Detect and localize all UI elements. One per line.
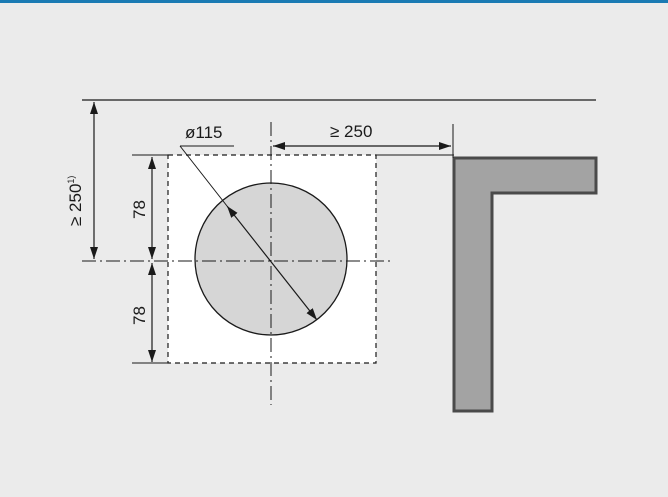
diameter-leader-line	[179, 145, 228, 207]
diameter-dimension-line	[226, 205, 318, 321]
horizontal-clearance-label: ≥ 250	[330, 122, 372, 141]
wall-profile	[452, 156, 598, 413]
diameter-label: ø115	[185, 123, 223, 142]
header-accent-rule	[0, 0, 668, 3]
vertical-clearance-label: ≥ 2501)	[66, 176, 85, 226]
lower-half-label: 78	[130, 306, 149, 325]
upper-half-label: 78	[130, 200, 149, 219]
